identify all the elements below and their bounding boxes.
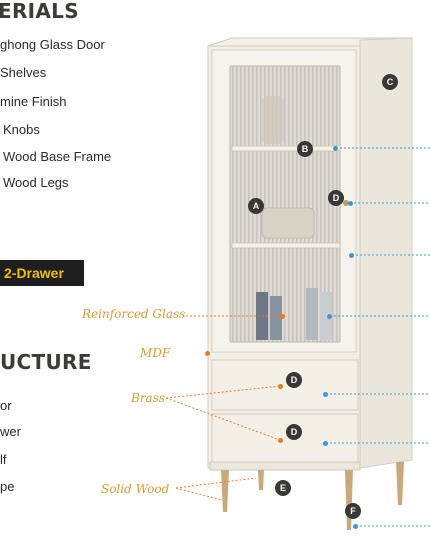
leader-dot-knob bbox=[348, 201, 353, 206]
leg-back-right bbox=[396, 462, 404, 505]
cabinet-side bbox=[359, 37, 413, 469]
drawer-count-badge: 2-Drawer bbox=[0, 260, 84, 286]
structure-item-drawer: wer bbox=[0, 424, 21, 439]
mdf-dot bbox=[205, 351, 210, 356]
marker-e: E bbox=[275, 480, 291, 496]
structure-title: UCTURE bbox=[0, 350, 92, 374]
brass-dot-2 bbox=[278, 438, 283, 443]
marker-d-drawer-2: D bbox=[286, 424, 302, 440]
material-item-shelves: Shelves bbox=[0, 65, 47, 80]
leg-front-left bbox=[221, 470, 229, 512]
solid-wood-label: Solid Wood bbox=[101, 482, 170, 496]
book-object-3 bbox=[306, 288, 318, 340]
bowl-object bbox=[261, 207, 315, 239]
base-frame bbox=[209, 461, 361, 471]
marker-f: F bbox=[345, 503, 361, 519]
lower-shelf bbox=[231, 242, 341, 249]
leg-back-left bbox=[258, 470, 264, 490]
vase-object bbox=[262, 96, 284, 144]
brass-leader-2 bbox=[165, 397, 281, 441]
leader-dot-glass bbox=[327, 314, 332, 319]
marker-b: B bbox=[297, 141, 313, 157]
structure-item-shelf: lf bbox=[0, 452, 7, 467]
drawer-1 bbox=[211, 359, 359, 411]
book-object-2 bbox=[270, 296, 282, 340]
drawer-2 bbox=[211, 413, 359, 463]
marker-d-drawer-1: D bbox=[286, 372, 302, 388]
reinforced-glass-label: Reinforced Glass bbox=[82, 307, 186, 321]
leader-dot-shelf-lower bbox=[349, 253, 354, 258]
brass-label: Brass bbox=[131, 391, 166, 405]
glass-dot bbox=[280, 314, 285, 319]
leader-dot-drawer-2 bbox=[323, 441, 328, 446]
material-item-legs: Wood Legs bbox=[3, 175, 69, 190]
solid-wood-leader-2 bbox=[175, 487, 223, 501]
book-object-4 bbox=[320, 292, 332, 340]
leg-front-right bbox=[345, 470, 353, 530]
structure-item-door: or bbox=[0, 398, 12, 413]
upper-shelf bbox=[231, 145, 341, 152]
leader-dot-leg bbox=[353, 524, 358, 529]
door-knob bbox=[343, 200, 349, 206]
marker-d-door: D bbox=[328, 190, 344, 206]
material-item-glass-door: ghong Glass Door bbox=[0, 37, 105, 52]
marker-a: A bbox=[248, 198, 264, 214]
brass-dot-1 bbox=[278, 384, 283, 389]
marker-c: C bbox=[382, 74, 398, 90]
brass-leader-1 bbox=[165, 385, 281, 399]
materials-title: ERIALS bbox=[0, 0, 79, 23]
material-item-knobs: Knobs bbox=[3, 122, 40, 137]
structure-item-type: pe bbox=[0, 479, 15, 494]
leader-dot-shelf-b bbox=[333, 146, 338, 151]
solid-wood-leader-1 bbox=[175, 477, 257, 489]
mdf-label: MDF bbox=[140, 346, 171, 360]
material-item-base-frame: Wood Base Frame bbox=[3, 149, 112, 164]
leader-dot-drawer-1 bbox=[323, 392, 328, 397]
material-item-finish: mine Finish bbox=[0, 94, 67, 109]
